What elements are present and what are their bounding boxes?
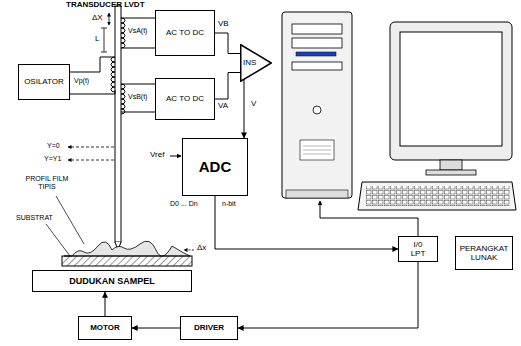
signal-label: Y=Y1 xyxy=(44,155,61,163)
coil-windings xyxy=(111,18,125,114)
length-dimension xyxy=(104,28,105,52)
node-text: DRIVER xyxy=(194,323,224,332)
signal-connector xyxy=(132,328,180,329)
signal-label: SUBSTRAT xyxy=(16,214,53,222)
secondary-wire xyxy=(121,18,155,19)
secondary-wire xyxy=(121,48,155,49)
sample-holder-box: DUDUKAN SAMPEL xyxy=(32,270,192,292)
signal-label: VsA(t) xyxy=(128,27,147,35)
position-arrow xyxy=(68,147,114,148)
dx-arrow xyxy=(109,13,110,25)
edge-label: V xyxy=(250,100,257,109)
position-arrow xyxy=(68,160,114,161)
node-text: AC TO DC xyxy=(166,28,204,37)
substrate xyxy=(62,256,192,266)
signal-connector xyxy=(244,80,245,138)
signal-label: L xyxy=(95,35,99,44)
leader-line xyxy=(46,224,70,256)
primary-wire xyxy=(70,90,115,94)
leader-line xyxy=(56,196,84,244)
signal-label: VsB(t) xyxy=(128,93,147,101)
signal-label: Y=0 xyxy=(47,142,60,150)
software-box: PERANGKAT LUNAK xyxy=(455,236,513,270)
signal-label: Vp(t) xyxy=(74,77,89,85)
keyboard xyxy=(358,182,516,210)
signal-label: n-bit xyxy=(222,200,236,208)
computer-tower xyxy=(282,12,352,198)
io-bus xyxy=(320,201,418,236)
signal-connector xyxy=(215,33,240,54)
signal-label: PROFIL FILM TIPIS xyxy=(22,175,72,190)
vref-arrow xyxy=(170,156,181,157)
node-text: I/0 LPT xyxy=(407,240,429,258)
signal-label: ΔX xyxy=(92,14,103,23)
node-text: MOTOR xyxy=(90,323,120,332)
converter-box: AC TO DC xyxy=(155,10,215,56)
node-text: INS xyxy=(243,58,256,67)
node-text: PERANGKAT LUNAK xyxy=(459,244,509,262)
node-text: AC TO DC xyxy=(166,94,204,103)
primary-wire xyxy=(70,57,115,72)
driver-box: DRIVER xyxy=(180,316,238,340)
oscillator-box: OSILATOR xyxy=(18,64,70,100)
signal-connector xyxy=(215,73,240,100)
port-box: I/0 LPT xyxy=(398,236,438,262)
signal-label: Δx xyxy=(197,244,206,253)
motor-box: MOTOR xyxy=(78,316,132,340)
secondary-wire xyxy=(121,112,155,113)
signal-connector xyxy=(238,262,418,328)
diagram-title: TRANSDUCER LVDT xyxy=(66,1,145,10)
signal-label: D0 ... Dn xyxy=(170,200,198,208)
signal-label: Vref xyxy=(150,151,164,160)
thin-film-profile xyxy=(64,241,190,256)
amplifier-triangle: INS xyxy=(240,44,272,82)
monitor xyxy=(390,22,512,175)
lvdt-core xyxy=(115,6,121,242)
node-text: ADC xyxy=(199,158,232,175)
edge-label: VB xyxy=(217,20,230,29)
edge-label: VA xyxy=(217,102,229,111)
converter-box: AC TO DC xyxy=(155,78,215,120)
node-text: DUDUKAN SAMPEL xyxy=(69,276,155,286)
signal-connector xyxy=(105,292,106,316)
adc-box: ADC xyxy=(182,138,248,196)
node-text: OSILATOR xyxy=(24,77,64,86)
secondary-wire xyxy=(121,84,155,85)
dx-arrow xyxy=(184,250,194,251)
signal-connector xyxy=(215,196,398,249)
